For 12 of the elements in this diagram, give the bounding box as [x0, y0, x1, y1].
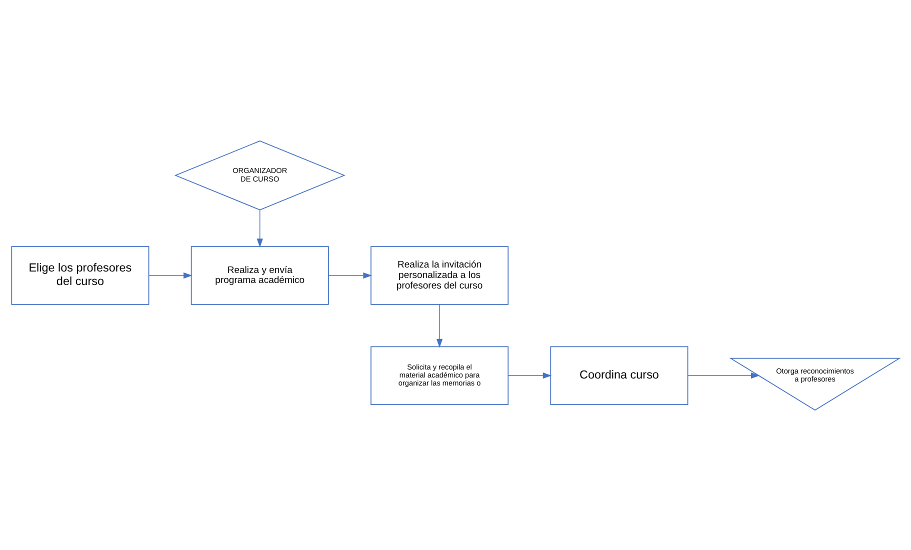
arrow: [436, 304, 443, 348]
node-box: Realiza la invitación personalizada a los profesores del curso: [370, 246, 509, 304]
arrow: [508, 372, 552, 378]
node-box: Coordina curso: [550, 346, 688, 404]
node-diamond: ORGANIZADOR DE CURSO: [174, 140, 346, 210]
node-box: Realiza y envía programa académico: [190, 246, 329, 304]
arrow: [328, 272, 372, 278]
arrow: [148, 272, 192, 278]
node-box: Solicita y recopila el material académico para organizar las memorias o: [370, 346, 509, 404]
arrow: [688, 372, 760, 378]
node-box: Elige los profesores del curso: [11, 246, 150, 304]
arrow: [256, 209, 263, 247]
